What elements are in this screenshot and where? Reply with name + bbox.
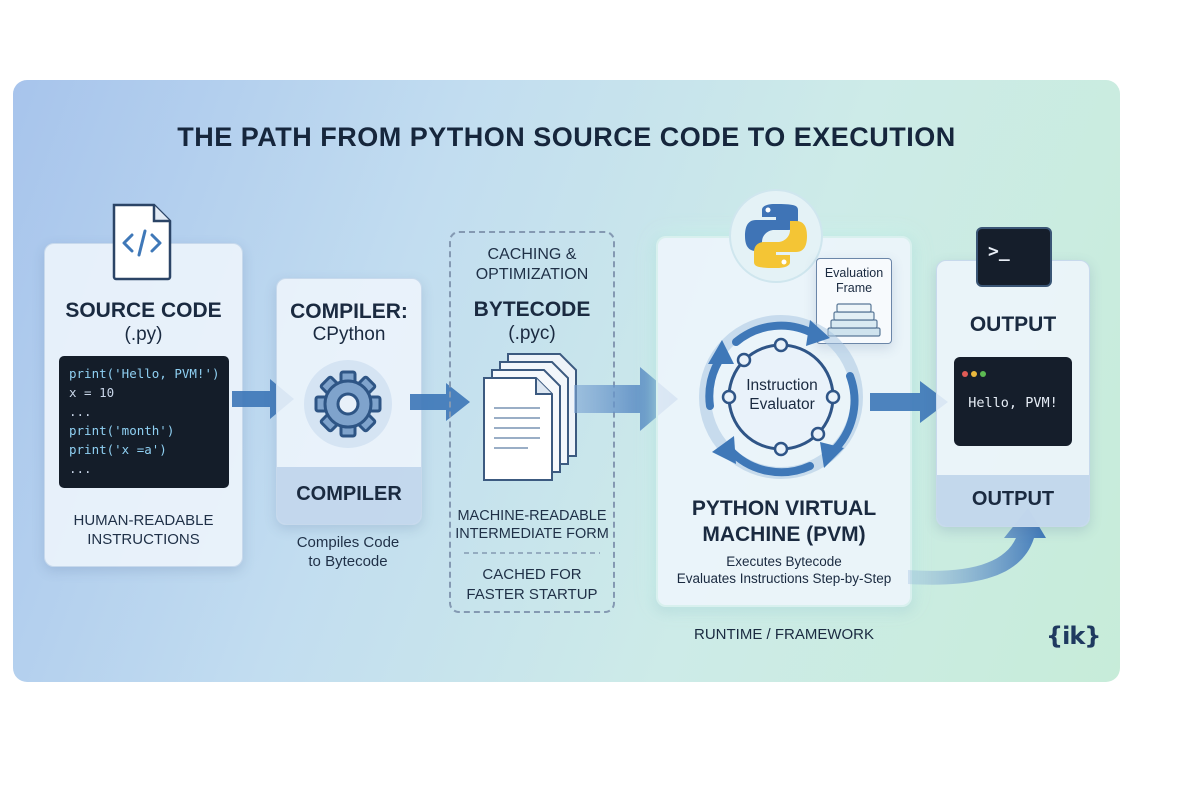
pvm-title-line2: MACHINE (PVM) xyxy=(702,523,866,546)
code-line: print('Hello, PVM!') xyxy=(69,366,220,381)
caching-label-line1: CACHING & xyxy=(487,246,577,263)
output-title: OUTPUT xyxy=(969,313,1057,336)
diagram-title: THE PATH FROM PYTHON SOURCE CODE TO EXEC… xyxy=(177,122,956,152)
output-band-label: OUTPUT xyxy=(971,488,1055,510)
stack-layers-icon xyxy=(827,303,881,337)
compiler-band: COMPILER xyxy=(277,467,421,524)
pvm-caption-line2: Evaluates Instructions Step-by-Step xyxy=(676,571,892,586)
arrow-compiler-to-bytecode xyxy=(410,383,470,421)
runtime-framework-label: RUNTIME / FRAMEWORK xyxy=(694,626,874,643)
source-code-title: SOURCE CODE xyxy=(65,299,222,322)
ik-logo: {ik} xyxy=(1046,622,1101,650)
source-caption-line2: INSTRUCTIONS xyxy=(87,531,200,548)
code-line: print('month') xyxy=(69,423,175,438)
output-terminal: Hello, PVM! xyxy=(954,357,1072,446)
file-code-icon xyxy=(112,203,172,281)
compiler-caption-line1: Compiles Code xyxy=(296,534,400,551)
evaluation-frame-line2: Frame xyxy=(835,281,873,295)
python-logo-icon xyxy=(729,189,823,283)
terminal-prompt-icon: >_ xyxy=(976,227,1052,287)
arrow-pvm-to-output xyxy=(870,381,948,423)
bytecode-divider xyxy=(464,552,600,554)
cached-label-line2: FASTER STARTUP xyxy=(466,586,598,603)
evaluator-cycle-icon xyxy=(699,315,863,479)
cached-label-line1: CACHED FOR xyxy=(482,566,582,583)
bytecode-caption-line1: MACHINE-READABLE xyxy=(457,508,607,524)
compiler-caption-line2: to Bytecode xyxy=(308,553,388,570)
document-stack-icon xyxy=(483,353,577,481)
source-code-extension: (.py) xyxy=(124,324,163,345)
terminal-output-text: Hello, PVM! xyxy=(968,395,1058,411)
curved-arrow-to-output xyxy=(908,508,1046,585)
source-code-snippet: print('Hello, PVM!') x = 10 ... print('m… xyxy=(59,356,229,488)
terminal-window-dots xyxy=(962,364,989,382)
code-line: x = 10 xyxy=(69,385,115,400)
gear-icon xyxy=(304,360,392,448)
code-line: print('x =a') xyxy=(69,442,167,457)
code-line: ... xyxy=(69,404,92,419)
compiler-title: COMPILER: xyxy=(290,300,408,323)
pvm-caption-line1: Executes Bytecode xyxy=(726,554,842,569)
output-band: OUTPUT xyxy=(937,475,1089,526)
evaluator-label-line2: Evaluator xyxy=(749,396,815,413)
compiler-band-label: COMPILER xyxy=(296,483,402,505)
source-code-card: SOURCE CODE (.py) print('Hello, PVM!') x… xyxy=(44,243,243,567)
caching-label-line2: OPTIMIZATION xyxy=(475,266,589,283)
arrow-bytecode-to-pvm xyxy=(574,367,678,431)
evaluator-label-line1: Instruction xyxy=(746,377,818,394)
bytecode-title: BYTECODE xyxy=(473,298,591,321)
terminal-prompt-text: >_ xyxy=(988,241,1010,262)
bytecode-extension: (.pyc) xyxy=(508,323,556,344)
bytecode-dashed-box xyxy=(449,231,615,613)
bytecode-caption-line2: INTERMEDIATE FORM xyxy=(455,526,609,542)
evaluation-frame-line1: Evaluation xyxy=(824,266,884,280)
pvm-title-line1: PYTHON VIRTUAL xyxy=(691,497,877,520)
compiler-subtitle: CPython xyxy=(312,324,386,345)
source-caption-line1: HUMAN-READABLE xyxy=(73,512,214,529)
code-line: ... xyxy=(69,461,92,476)
